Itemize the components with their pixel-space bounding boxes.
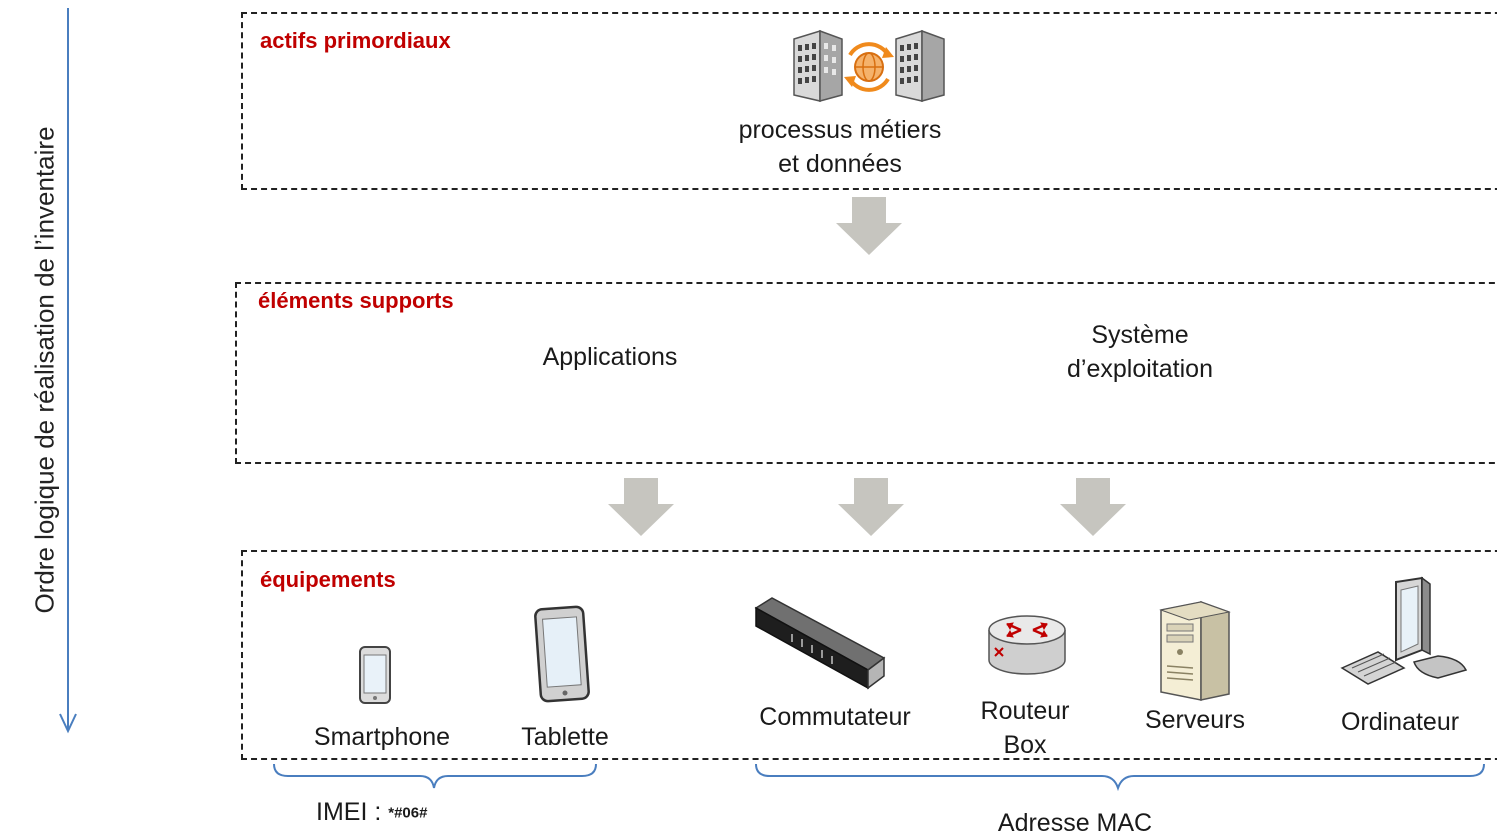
primary-assets-box <box>241 12 1497 190</box>
switch-icon <box>754 597 886 690</box>
equipment-box <box>241 550 1497 760</box>
buildings-exchange-icon <box>793 29 945 102</box>
router-icon <box>988 615 1066 675</box>
down-arrow-1 <box>836 197 902 255</box>
server-label: Serveurs <box>1144 706 1246 734</box>
equipment-title: équipements <box>260 567 396 592</box>
down-arrow-3 <box>838 478 904 536</box>
computer-label: Ordinateur <box>1340 708 1460 736</box>
business-processes-label: processus métiers et données <box>738 116 942 178</box>
mac-address-label: Adresse MAC <box>997 809 1153 837</box>
network-devices-brace <box>755 763 1485 792</box>
smartphone-label: Smartphone <box>313 723 451 751</box>
tablet-label: Tablette <box>521 723 609 751</box>
axis-label: Ordre logique de réalisation de l’invent… <box>29 126 60 614</box>
down-arrow-4 <box>1060 478 1126 536</box>
mobile-devices-brace <box>273 763 597 789</box>
supporting-elements-box <box>235 282 1497 464</box>
computer-icon <box>1340 576 1468 685</box>
server-icon <box>1159 600 1231 701</box>
operating-system-label: Système d’exploitation <box>1067 321 1213 383</box>
down-arrow-2 <box>608 478 674 536</box>
switch-label: Commutateur <box>759 703 911 731</box>
imei-label: IMEI : *#06# <box>316 798 428 826</box>
router-label: Routeur Box <box>980 697 1070 759</box>
applications-label: Applications <box>542 343 678 371</box>
tablet-icon <box>534 605 590 703</box>
smartphone-icon <box>359 646 391 704</box>
supporting-elements-title: éléments supports <box>258 288 454 313</box>
primary-assets-title: actifs primordiaux <box>260 28 451 53</box>
axis-arrow <box>59 8 77 734</box>
